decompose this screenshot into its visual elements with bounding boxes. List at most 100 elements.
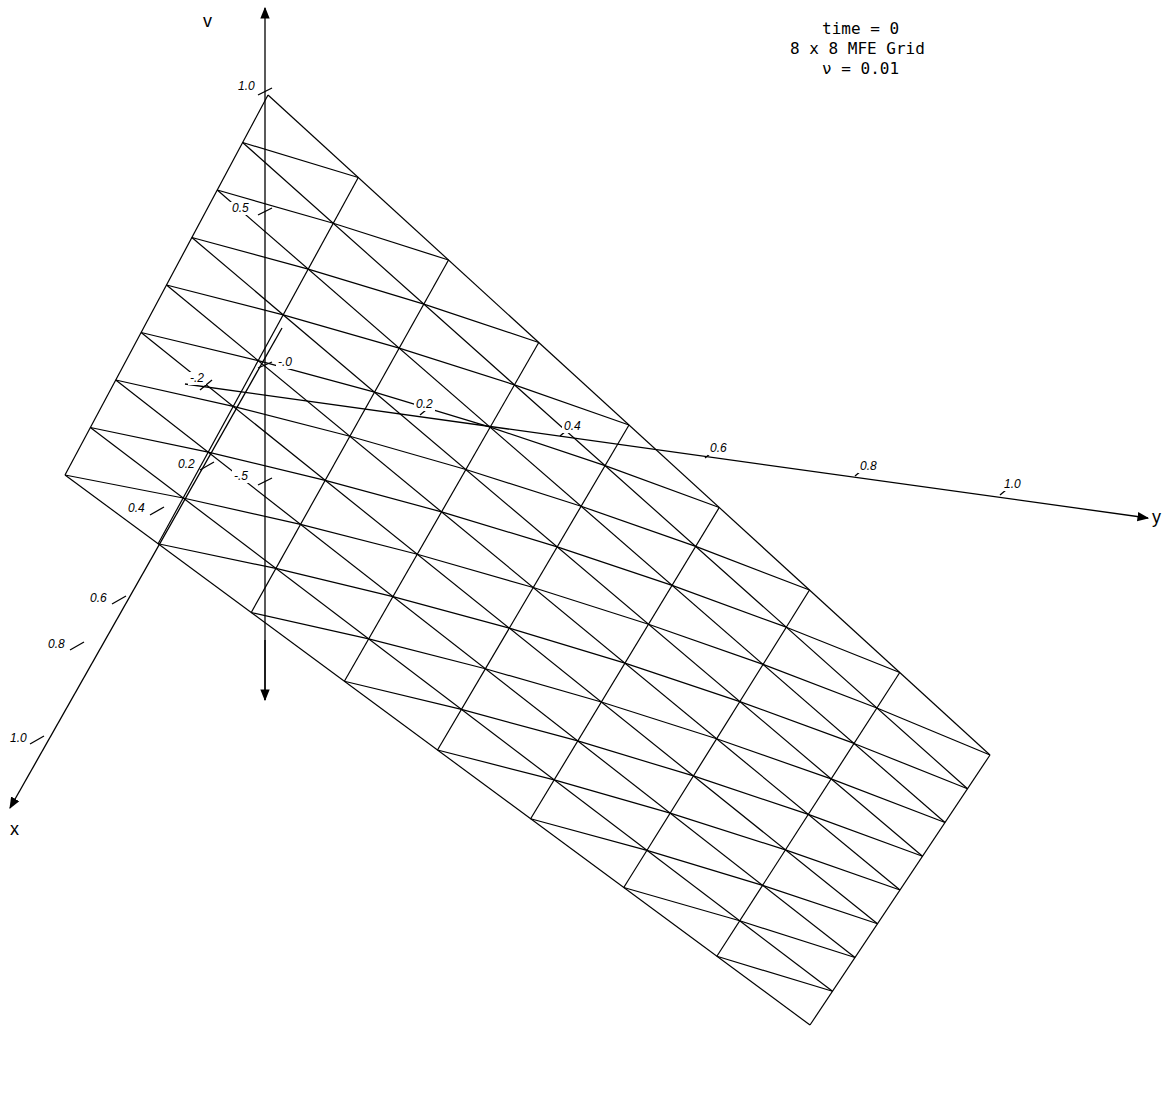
grid-line [308,269,424,304]
tick-label: 0.8 [858,460,879,473]
grid-line [877,708,990,755]
grid-line [350,436,466,469]
y-axis [185,384,1148,518]
grid-line [763,664,877,708]
tick-mark [258,478,272,485]
grid-line [578,741,694,776]
tick-label: 1.0 [1002,478,1023,491]
grid-line [466,470,581,507]
grid-line [740,702,854,744]
grid-line [167,285,284,315]
grid-line [461,709,577,741]
tick-mark [258,208,272,215]
grid-line [116,380,855,958]
v-axis-neg [264,640,265,700]
grid-line [442,512,558,547]
grid-line [647,850,763,885]
grid-line [533,588,648,625]
grid-line [485,669,601,702]
tick-mark [30,736,44,744]
grid-line [183,498,300,524]
grid-line [649,624,764,664]
grid-line [301,524,418,554]
grid-line [65,475,810,1025]
grid-line [717,739,832,779]
tick-label: 1.0 [8,732,29,745]
grid-line [375,392,491,427]
grid-line [141,333,258,361]
tick-label: -.2 [188,372,206,385]
tick-label: 0.4 [562,420,583,433]
grid-line [509,628,625,663]
grid-line [490,427,605,465]
tick-label: 0.4 [126,502,147,515]
grid-line [192,238,308,270]
grid-line [369,639,486,669]
tick-mark [150,507,164,515]
tick-mark [112,596,126,604]
axes [10,8,1148,808]
grid-line [514,385,629,425]
grid-line [581,506,696,546]
grid-line [243,143,359,178]
grid-line [808,814,922,856]
grid-line [325,480,441,512]
tick-label: 0.6 [708,442,729,455]
grid-line [531,819,647,851]
plot-note: time = 0 [822,20,899,38]
grid-line [786,627,899,672]
grid-line [90,428,208,453]
plot-note: 8 x 8 MFE Grid [790,40,925,58]
grid-line [192,238,923,857]
grid-line [605,466,719,508]
axis-name: x [10,820,19,840]
grid-line [283,315,399,348]
grid-line [625,663,740,701]
axis-name: y [1152,508,1161,528]
axis-name: v [203,12,212,32]
tick-mark [258,88,272,95]
grid-line [217,190,945,823]
grid-line [438,750,555,780]
tick-label: 0.2 [414,398,435,411]
grid-line [333,223,448,260]
tick-mark [70,642,84,650]
grid-line [670,813,785,850]
grid-line [276,568,393,596]
fe-grid [65,95,990,1025]
grid-line [158,544,276,569]
grid-line [90,428,832,992]
tick-label: 1.0 [236,80,257,93]
grid-line [424,304,539,342]
grid-line [831,779,945,823]
grid-line [141,333,877,924]
grid-line [624,888,740,921]
grid-line [208,452,325,480]
tick-mark [258,362,272,368]
grid-line [399,348,514,385]
tick-label: 0.2 [176,458,197,471]
grid-line [417,554,533,587]
grid-line [344,681,461,709]
grid-line [785,850,900,890]
grid-line [217,190,333,223]
grid-line [717,956,833,991]
tick-label: 0.8 [46,638,67,651]
grid-line [393,597,509,629]
grid-line [554,780,670,813]
grid-line [696,546,810,590]
grid-line [601,702,716,739]
grid-line [672,585,786,627]
grid-line [763,885,878,923]
grid-line [740,921,855,958]
grid-line [243,143,968,789]
tick-label: -.5 [232,470,250,483]
x-axis [10,328,282,808]
tick-label: 0.5 [230,202,251,215]
tick-label: 0.6 [88,592,109,605]
v-axis [264,8,265,700]
grid-line [557,547,672,585]
grid-line [167,285,901,890]
grid-line [233,406,350,436]
grid-line [693,776,808,814]
